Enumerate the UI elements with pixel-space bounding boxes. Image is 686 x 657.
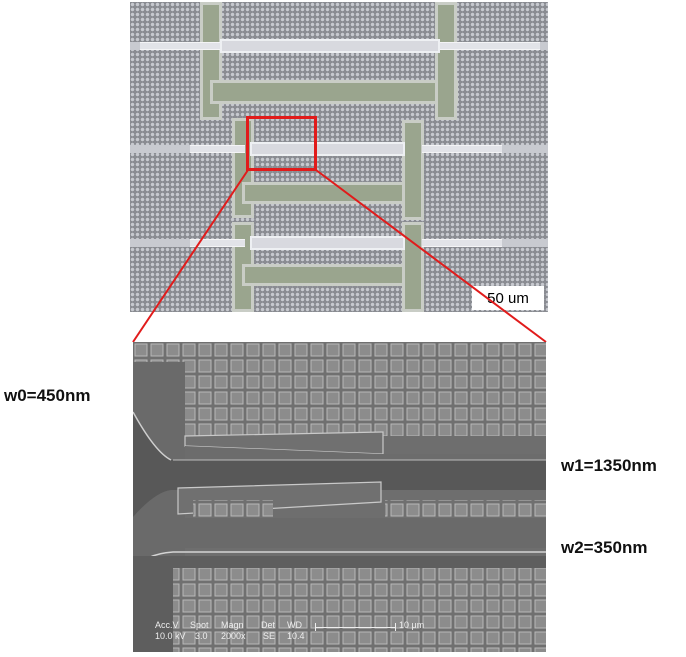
waveguide [140,42,220,50]
waveguide [422,145,502,153]
electrode-bar [242,182,422,204]
optical-micrograph [130,2,548,312]
electrode-pad [402,222,424,312]
label-w2: w2=350nm [561,538,648,557]
sem-wd-value: 10.4 [287,631,305,641]
sem-magn-label: Magn [221,620,244,630]
electrode-pad [435,2,457,120]
label-w1: w1=1350nm [561,456,657,475]
optical-scale-label: 50 um [487,289,529,307]
sem-wd-label: WD [287,620,302,630]
sem-acc-v-value: 10.0 kV [155,631,186,641]
optical-scale-bar: 50 um [472,286,544,310]
zoom-region-highlight [246,116,317,171]
waveguide [440,42,540,50]
waveguide-edge-curve [133,411,172,461]
electrode-pad [402,120,424,220]
waveguide [190,239,245,247]
sem-micrograph: Acc.V Spot Magn Det WD 10.0 kV 3.0 2000x… [133,342,546,652]
label-w0: w0=450nm [4,386,91,405]
sem-spot-label: Spot [190,620,209,630]
waveguide-channel [133,412,546,517]
waveguide [422,239,502,247]
electrode-bar [210,80,458,104]
photonic-crystal-small [193,500,273,518]
sem-scale-line [315,627,395,628]
photonic-cavity [220,39,440,53]
photonic-cavity [250,236,405,250]
sem-acc-v-label: Acc.V [155,620,179,630]
photonic-cavity [250,142,405,156]
slab-middle [133,518,546,548]
sem-info-bar: Acc.V Spot Magn Det WD 10.0 kV 3.0 2000x… [133,618,546,652]
sem-magn-value: 2000x [221,631,246,641]
electrode-bar [242,264,422,286]
sem-scale-label: 10 μm [399,620,425,630]
waveguide [190,145,245,153]
photonic-crystal-top-strip [133,342,546,362]
sem-det-label: Det [261,620,276,630]
photonic-crystal-bottom [173,568,546,652]
sem-scale-tick-right [395,623,396,631]
sem-image [133,342,546,652]
sem-spot-value: 3.0 [195,631,208,641]
sem-scale-tick-left [315,623,316,631]
sem-det-value: SE [263,631,276,641]
photonic-crystal-top [185,362,546,436]
photonic-crystal-mid [385,500,546,518]
upper-taper-gap [185,446,546,460]
